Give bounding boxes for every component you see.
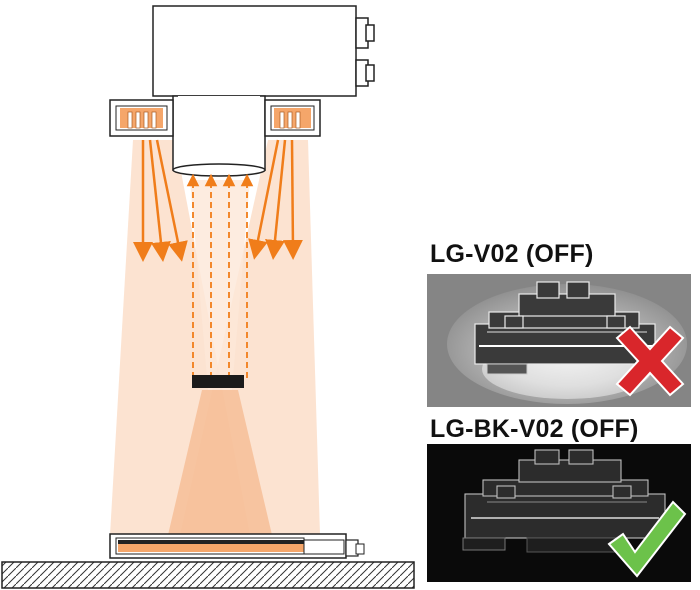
camera-lens [172, 95, 266, 177]
reflected-light-arrows [186, 173, 254, 378]
check-icon [607, 500, 687, 578]
ring-light-right [264, 99, 321, 137]
backlight-unit [109, 533, 365, 559]
photo-lg-v02 [427, 274, 691, 407]
terminal-block-dark-image [427, 444, 691, 582]
illumination-arrows [133, 139, 303, 262]
cross-icon [615, 325, 685, 397]
panel-label-lg-v02: LG-V02 (OFF) [430, 240, 594, 268]
ground-surface [1, 561, 415, 589]
terminal-block-bright-image [427, 274, 691, 407]
panel-label-lg-bk-v02: LG-BK-V02 (OFF) [430, 415, 639, 443]
photo-lg-bk-v02 [427, 444, 691, 582]
camera-body [152, 5, 375, 97]
ring-light-left [109, 99, 174, 137]
inspected-object [192, 375, 244, 388]
reflected-light-cone [168, 390, 272, 535]
